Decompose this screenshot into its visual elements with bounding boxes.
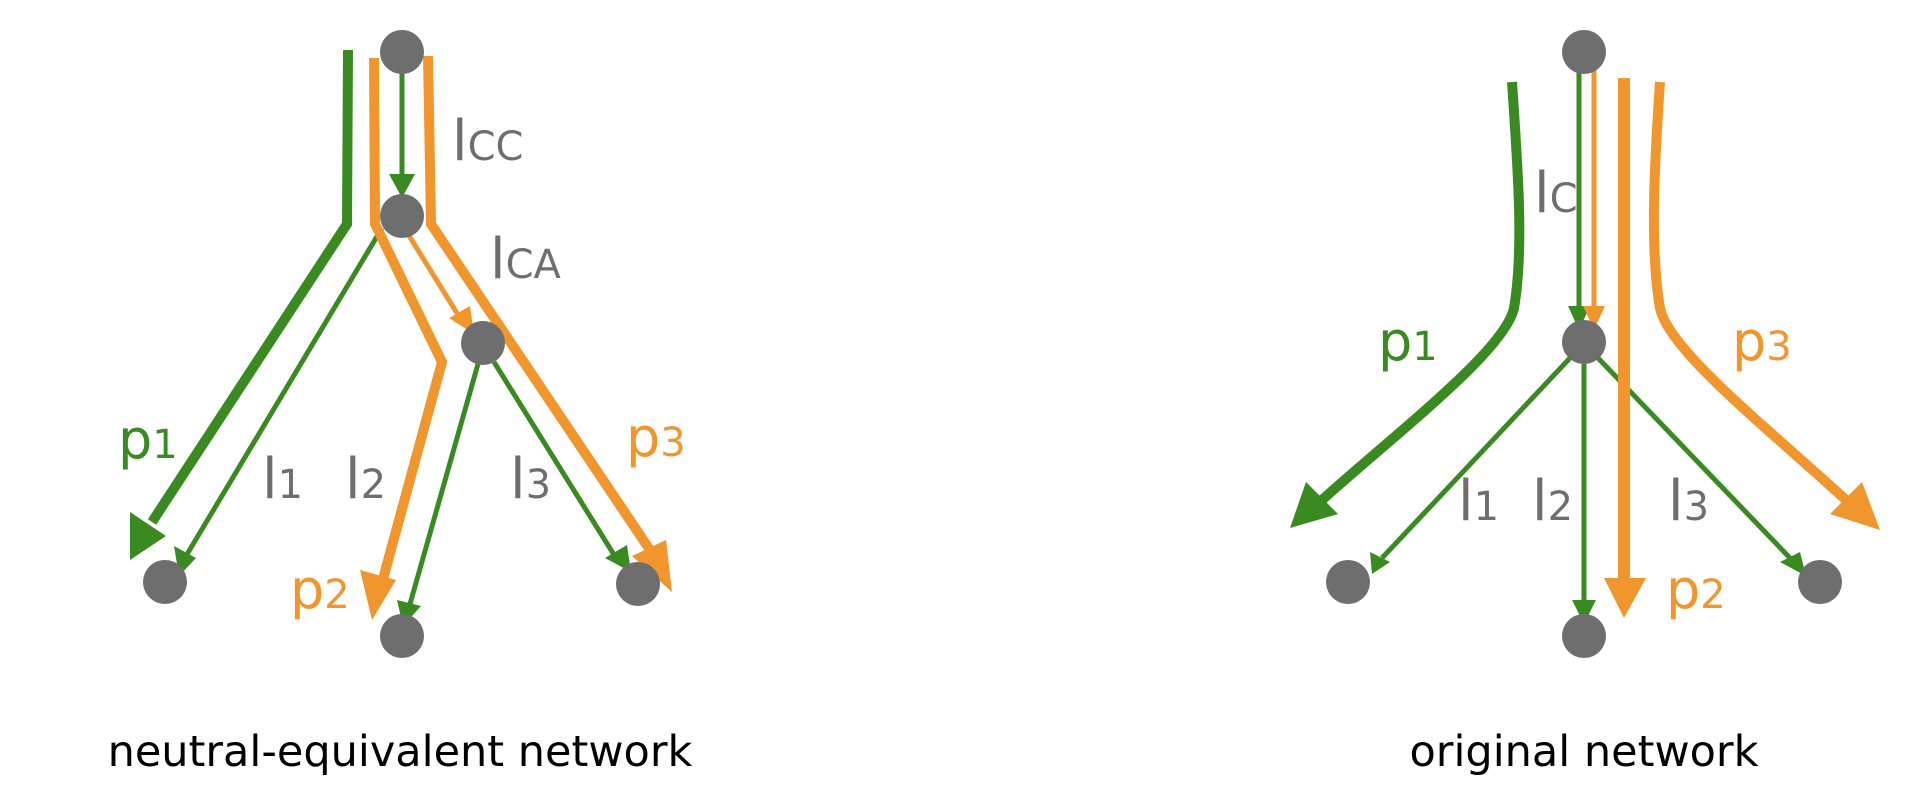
label-l-ca: lCA bbox=[490, 227, 561, 292]
path-p3 bbox=[1648, 81, 1850, 504]
right-caption: original network bbox=[1409, 727, 1758, 777]
label-p1: p1 bbox=[1378, 310, 1438, 373]
arrowhead-c-orange bbox=[1583, 306, 1605, 330]
label-l1: l1 bbox=[262, 447, 303, 512]
node-sink-2 bbox=[380, 614, 424, 658]
arrowhead-p3 bbox=[1830, 482, 1880, 530]
label-l-c: lC bbox=[1534, 161, 1578, 226]
arrowhead-l3 bbox=[605, 545, 631, 572]
label-p1: p1 bbox=[118, 408, 178, 471]
right-network: lC l1 l2 l3 p1 p2 p3 original network bbox=[1290, 30, 1880, 777]
label-l2: l2 bbox=[345, 447, 386, 512]
node-sink-3 bbox=[1798, 560, 1842, 604]
label-p3: p3 bbox=[626, 406, 686, 469]
left-links bbox=[183, 60, 619, 605]
left-caption: neutral-equivalent network bbox=[108, 727, 693, 777]
path-p3 bbox=[423, 55, 659, 559]
node-sink-3 bbox=[616, 562, 660, 606]
arrowhead-cc bbox=[389, 174, 415, 198]
label-p2: p2 bbox=[290, 558, 350, 621]
arrowhead-l2 bbox=[1572, 600, 1596, 624]
label-p2: p2 bbox=[1666, 558, 1726, 621]
arrowhead-p2 bbox=[360, 570, 396, 620]
label-l3: l3 bbox=[510, 447, 551, 512]
arrowhead-p3 bbox=[632, 540, 672, 592]
arrowhead-l3 bbox=[1780, 552, 1806, 576]
left-network: lCC lCA l1 l2 l3 p1 p2 p3 neutral-equiva… bbox=[108, 30, 693, 777]
right-nodes bbox=[1326, 30, 1842, 658]
link-ca bbox=[405, 232, 463, 320]
label-p3: p3 bbox=[1732, 310, 1792, 373]
arrowhead-p1 bbox=[1290, 482, 1338, 528]
node-source bbox=[380, 30, 424, 74]
node-sink-2 bbox=[1562, 614, 1606, 658]
node-core bbox=[1562, 320, 1606, 364]
node-sink-1 bbox=[1326, 560, 1370, 604]
arrowhead-p2 bbox=[1604, 578, 1646, 618]
label-l2: l2 bbox=[1532, 469, 1573, 534]
arrowhead-l1 bbox=[1370, 552, 1390, 574]
link-2 bbox=[407, 363, 481, 605]
node-source bbox=[1562, 30, 1606, 74]
label-l1: l1 bbox=[1458, 469, 1499, 534]
arrowhead-ca bbox=[449, 306, 474, 334]
label-l3: l3 bbox=[1668, 469, 1709, 534]
node-aggregation bbox=[461, 321, 505, 365]
left-nodes bbox=[143, 30, 660, 658]
path-p2 bbox=[369, 57, 448, 592]
path-p1 bbox=[1318, 81, 1525, 504]
node-sink-1 bbox=[143, 560, 187, 604]
arrowhead-p1 bbox=[130, 512, 166, 560]
right-link-heads bbox=[1370, 306, 1806, 624]
path-p1 bbox=[147, 49, 353, 525]
link-3 bbox=[491, 360, 619, 560]
link-1 bbox=[183, 226, 385, 558]
label-l-cc: lCC bbox=[452, 109, 523, 174]
link-1 bbox=[1380, 356, 1572, 560]
left-link-heads bbox=[174, 174, 631, 626]
node-core bbox=[380, 194, 424, 238]
arrowhead-c-green bbox=[1568, 306, 1590, 330]
